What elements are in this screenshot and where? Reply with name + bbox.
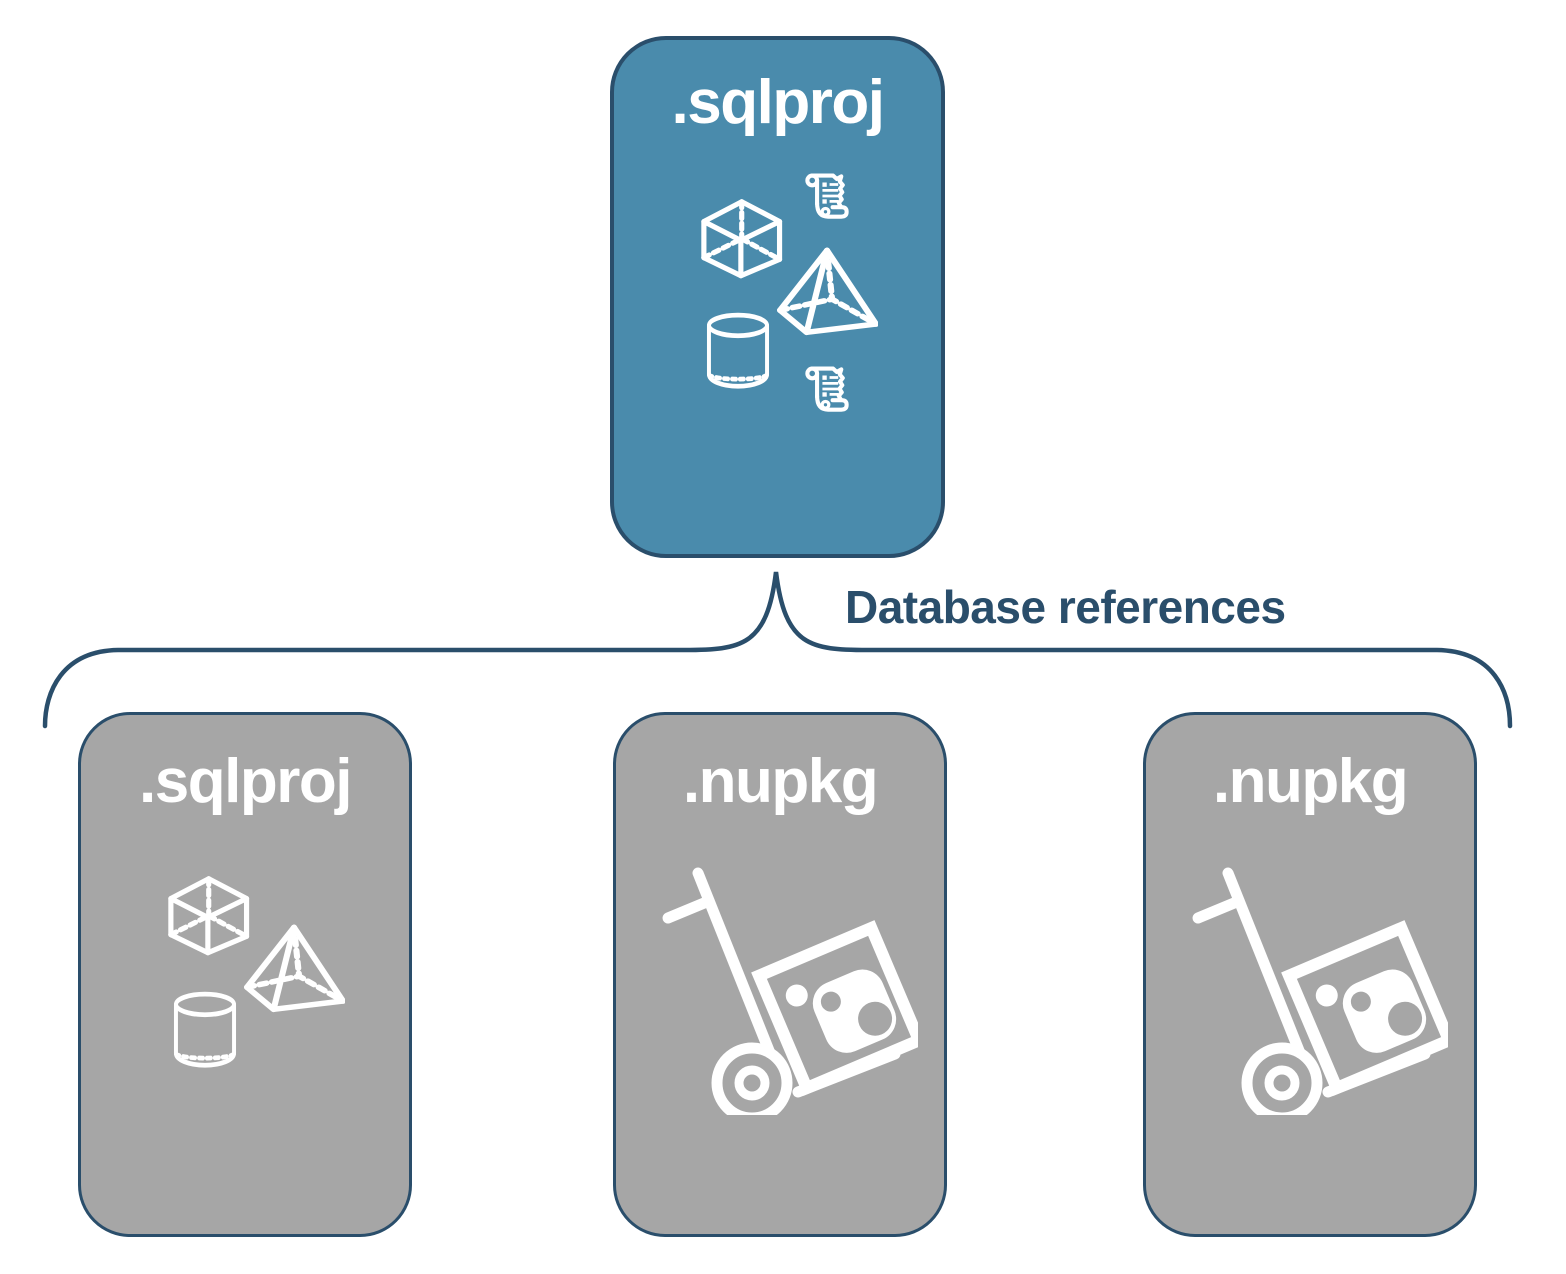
connector-label: Database references bbox=[845, 581, 1286, 633]
hand-truck-nuget-package-icon bbox=[658, 855, 918, 1115]
child-card-sqlproj: .sqlproj bbox=[78, 712, 412, 1237]
scroll-icon bbox=[801, 362, 852, 416]
child-card-title: .nupkg bbox=[682, 747, 879, 816]
cube-icon bbox=[164, 871, 250, 957]
child-card-nupkg-2: .nupkg bbox=[1143, 712, 1477, 1237]
scroll-icon bbox=[801, 169, 852, 223]
child-card-title: .nupkg bbox=[1212, 747, 1409, 816]
cylinder-icon bbox=[705, 312, 771, 391]
pyramid-icon bbox=[776, 244, 878, 336]
hand-truck-nuget-package-icon bbox=[1188, 855, 1448, 1115]
child-card-title: .sqlproj bbox=[139, 747, 352, 816]
pyramid-icon bbox=[243, 921, 345, 1013]
cylinder-icon bbox=[172, 991, 238, 1070]
cube-icon bbox=[697, 194, 783, 280]
root-card-title: .sqlproj bbox=[671, 68, 885, 137]
child-card-nupkg-1: .nupkg bbox=[613, 712, 947, 1237]
root-card-sqlproj: .sqlproj bbox=[610, 36, 945, 558]
